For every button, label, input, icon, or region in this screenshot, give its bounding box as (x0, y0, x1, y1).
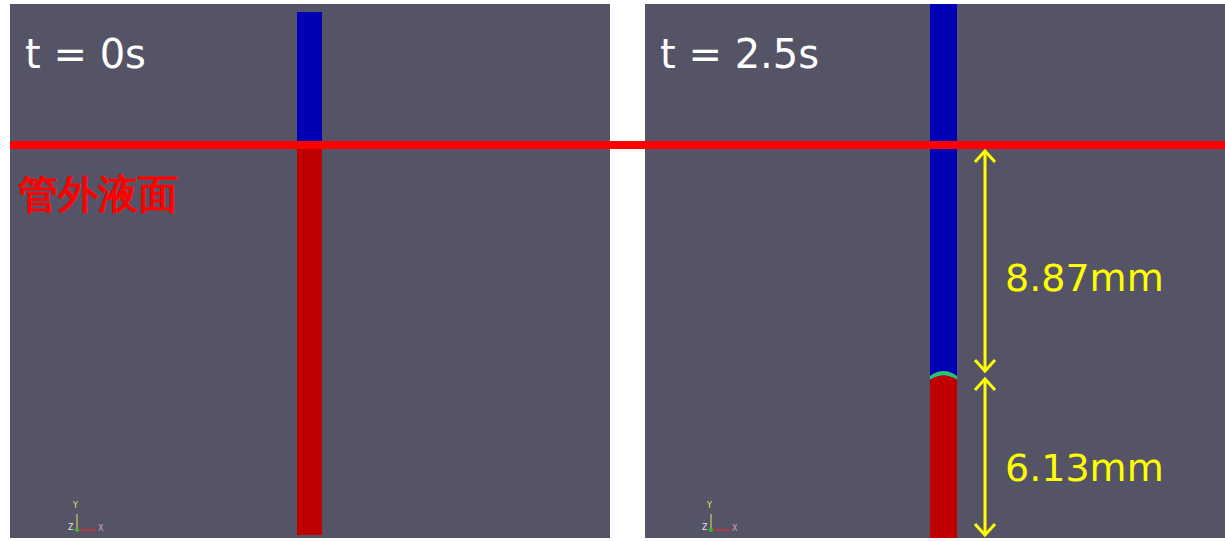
axis-label: Y (73, 502, 78, 511)
level-label: 管外液面 (18, 172, 178, 216)
liquid-column (930, 376, 957, 539)
axis-label: Z (68, 524, 73, 533)
axis-label: Z (702, 524, 707, 533)
dimension-label: 8.87mm (1005, 258, 1164, 300)
dimension-label: 6.13mm (1005, 448, 1164, 490)
gas-column (297, 12, 322, 144)
right-panel (645, 4, 1225, 538)
time-label: t = 0s (25, 32, 146, 76)
left-panel (10, 4, 610, 538)
axis-label: Y (707, 502, 712, 511)
dimension-arrows (975, 151, 995, 535)
axis-label: X (98, 525, 103, 534)
axis-triad (709, 514, 730, 532)
axis-label: X (732, 525, 737, 534)
liquid-level-line (10, 141, 1225, 149)
time-label: t = 2.5s (660, 32, 819, 76)
gas-column (930, 4, 957, 538)
liquid-column (297, 146, 322, 535)
axis-triad (75, 514, 96, 532)
